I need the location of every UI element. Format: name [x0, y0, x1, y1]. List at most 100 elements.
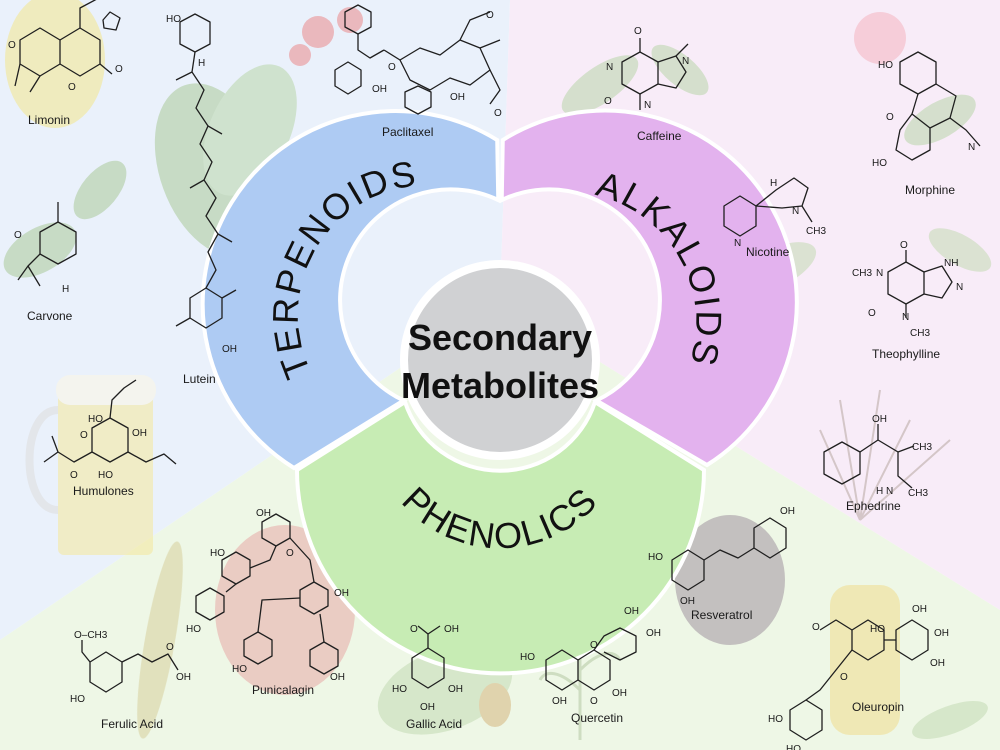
- punicalagin-atom-oh: OH: [256, 508, 271, 519]
- berry-decoration: [302, 16, 334, 48]
- morphine-structure: HO O N HO: [872, 51, 981, 169]
- ferulic-acid-atom-ho: HO: [70, 694, 85, 705]
- paclitaxel-atom-o-3: O: [494, 108, 502, 119]
- ephedrine-structure: OH CH3 H N CH3: [823, 414, 932, 499]
- lutein-atom-oh: OH: [222, 344, 237, 355]
- caffeine-atom-o: O: [634, 26, 642, 37]
- ephedrine-atom-h: H: [876, 486, 883, 497]
- mint-leaf-decoration-2: [73, 160, 127, 220]
- beer-mug-decoration: [58, 385, 153, 555]
- carvone-label: Carvone: [27, 309, 73, 323]
- quercetin-structure: OH OH HO O OH OH O: [520, 606, 661, 707]
- oleuropin-atom-oh-3: OH: [930, 658, 945, 669]
- carvone-structure: O H: [14, 202, 77, 295]
- limonin-atom-o-2: O: [68, 82, 76, 93]
- punicalagin-atom-o: O: [286, 548, 294, 559]
- limonin-atom-o: O: [8, 40, 16, 51]
- punicalagin-atom-ho: HO: [210, 548, 225, 559]
- resveratrol-atom-oh: OH: [780, 506, 795, 517]
- ephedrine-atom-n: N: [886, 486, 893, 497]
- alkaloids-segment: [499, 108, 799, 468]
- oleuropin-atom-ho-2: HO: [768, 714, 783, 725]
- berry-decoration-2: [337, 7, 363, 33]
- oleuropin-label: Oleuropin: [852, 700, 904, 714]
- center-title-line-1: Secondary: [408, 317, 592, 358]
- humulones-atom-o: O: [80, 430, 88, 441]
- oleuropin-atom-oh-2: OH: [934, 628, 949, 639]
- paclitaxel-label: Paclitaxel: [382, 125, 433, 139]
- tea-leaf-decoration-3: [928, 228, 992, 272]
- quercetin-atom-oh-3: OH: [612, 688, 627, 699]
- punicalagin-atom-oh-2: OH: [334, 588, 349, 599]
- caffeine-atom-o-2: O: [604, 96, 612, 107]
- paclitaxel-structure: O OH O OH O: [334, 4, 502, 119]
- poppy-decoration: [854, 12, 906, 64]
- paclitaxel-atom-o: O: [388, 62, 396, 73]
- quercetin-atom-oh: OH: [624, 606, 639, 617]
- sprout-decoration: [538, 650, 622, 740]
- gallic-acid-atom-oh-2: OH: [448, 684, 463, 695]
- berry-decoration-3: [289, 44, 311, 66]
- theophylline-label: Theophylline: [872, 347, 940, 361]
- quercetin-atom-ho: HO: [520, 652, 535, 663]
- lutein-atom-h: H: [198, 58, 205, 69]
- morphine-atom-o: O: [886, 112, 894, 123]
- quercetin-label: Quercetin: [571, 711, 623, 725]
- tea-leaf-decoration: [561, 55, 639, 115]
- tea-leaf-decoration-2: [651, 44, 709, 96]
- punicalagin-atom-ho-3: HO: [232, 664, 247, 675]
- resveratrol-structure: HO OH OH: [648, 506, 795, 607]
- wheat-decoration: [137, 541, 183, 739]
- ephedrine-atom-oh: OH: [872, 414, 887, 425]
- lutein-atom-ho: HO: [166, 14, 181, 25]
- theophylline-atom-o-2: O: [868, 308, 876, 319]
- nicotine-atom-n: N: [792, 206, 799, 217]
- oleuropin-structure: O OH OH OH HO HO HO O: [768, 604, 949, 750]
- humulones-atom-ho-2: HO: [98, 470, 113, 481]
- acorn-decoration: [479, 683, 511, 727]
- lemon-decoration: [5, 0, 105, 128]
- quercetin-atom-o: O: [590, 640, 598, 651]
- humulones-atom-oh: OH: [132, 428, 147, 439]
- ephedra-decoration: [819, 389, 951, 521]
- limonin-structure: O O O: [8, 0, 123, 93]
- nicotine-atom-h: H: [770, 178, 777, 189]
- humulones-structure: HO O OH O HO: [43, 379, 177, 481]
- beer-foam-decoration: [56, 375, 156, 405]
- theophylline-atom-n-2: N: [956, 282, 963, 293]
- center-circle: [408, 268, 592, 452]
- theophylline-atom-ch3: CH3: [852, 268, 872, 279]
- ferulic-acid-atom-och3: O–CH3: [74, 630, 108, 641]
- poppy-leaf-decoration: [904, 94, 976, 146]
- punicalagin-label: Punicalagin: [252, 683, 314, 697]
- caffeine-atom-n: N: [606, 62, 613, 73]
- ferulic-acid-atom-oh: OH: [176, 672, 191, 683]
- gallic-acid-atom-o: O: [410, 624, 418, 635]
- olive-leaf-decoration: [912, 701, 988, 739]
- oil-bottle-decoration: [830, 585, 900, 735]
- nicotine-atom-n-2: N: [734, 238, 741, 249]
- theophylline-atom-n: N: [876, 268, 883, 279]
- oleuropin-atom-oh: OH: [912, 604, 927, 615]
- carvone-atom-h: H: [62, 284, 69, 295]
- humulones-atom-o-2: O: [70, 470, 78, 481]
- lutein-structure: HO H OH: [166, 13, 237, 355]
- resveratrol-label: Resveratrol: [691, 608, 752, 622]
- caffeine-structure: O N N O N: [604, 26, 689, 111]
- quercetin-atom-o-2: O: [590, 696, 598, 707]
- paclitaxel-atom-o-2: O: [486, 10, 494, 21]
- oleuropin-atom-ho-3: HO: [786, 744, 801, 750]
- gallic-acid-atom-oh-3: OH: [420, 702, 435, 713]
- theophylline-atom-n-3: N: [902, 312, 909, 323]
- ferulic-acid-atom-o: O: [166, 642, 174, 653]
- nicotine-atom-ch3: CH3: [806, 226, 826, 237]
- quercetin-atom-oh-2: OH: [646, 628, 661, 639]
- phenolics-segment: [294, 398, 707, 676]
- morphine-atom-ho-2: HO: [872, 158, 887, 169]
- theophylline-atom-o: O: [900, 240, 908, 251]
- gallic-acid-label: Gallic Acid: [406, 717, 462, 731]
- caffeine-atom-n-3: N: [644, 100, 651, 111]
- terpenoids-segment: [200, 109, 501, 471]
- gallic-acid-atom-oh: OH: [444, 624, 459, 635]
